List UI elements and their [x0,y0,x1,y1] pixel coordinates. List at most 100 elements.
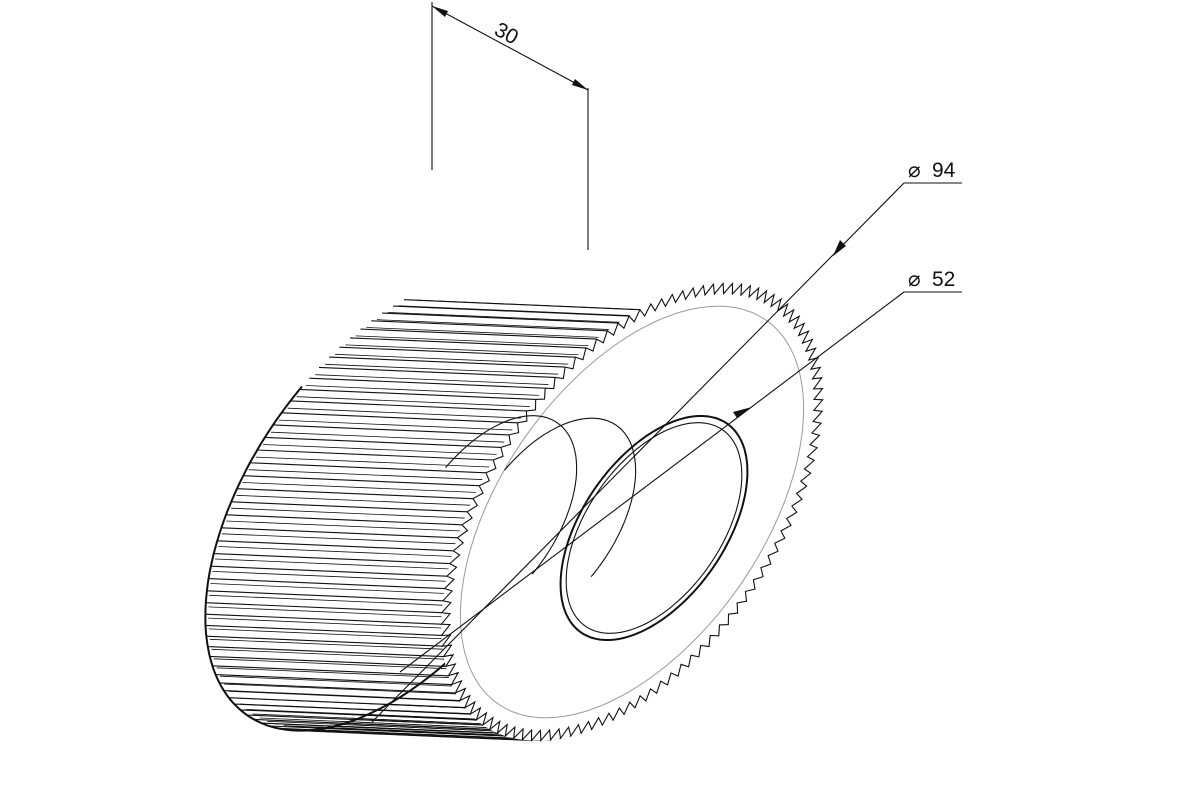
bore-diameter-arrow [733,407,752,418]
tooth-groove-line [315,374,552,386]
tooth-groove-line [216,667,453,679]
tooth-ridge-line [261,722,498,734]
bore-diameter-symbol: ⌀ [908,268,921,291]
tooth-groove-line [325,363,562,375]
tooth-groove-line [248,469,485,481]
root-circle [459,305,805,719]
bore-chamfer-edge [565,422,743,634]
tooth-ridge-line [318,366,556,378]
back-face-outline [204,385,491,732]
bore-inner-back [445,415,578,575]
tooth-ridge-line [309,377,546,389]
tooth-groove-line [245,709,482,720]
tooth-ridge-line [236,488,474,500]
tooth-ridge-line [290,400,527,412]
tooth-groove-line [209,638,446,650]
tooth-groove-line [209,594,446,606]
tooth-ridge-line [231,501,468,513]
tooth-ridge-line [286,729,523,741]
tooth-groove-line [210,583,447,594]
tooth-ridge-line [246,714,483,726]
tooth-ridge-line [339,346,576,358]
tooth-ridge-line [269,725,506,737]
tooth-groove-line [345,344,582,356]
tooth-groove-line [255,456,492,468]
tooth-ridge-line [223,690,460,702]
tooth-ridge-line [299,388,536,400]
tooth-ridge-line [207,646,444,658]
tooth-groove-line [242,482,479,493]
tooth-ridge-line [371,320,608,332]
tooth-ridge-line [221,527,458,539]
tooth-groove-line [252,713,489,725]
tooth-groove-line [214,558,452,570]
tooth-groove-line [224,683,461,695]
tooth-ridge-line [212,665,449,677]
tooth-groove-line [218,546,455,557]
tooth-groove-line [398,305,635,317]
tooth-groove-line [283,725,520,737]
tooth-ridge-line [225,514,463,526]
roller-body [204,283,823,741]
teeth-front-layer [440,281,824,743]
tooth-ridge-line [210,565,447,577]
tooth-ridge-line [349,337,586,349]
outer-diameter-leader [371,182,905,723]
tooth-groove-line [376,319,614,331]
tooth-groove-line [335,353,572,365]
front-face-teeth-outline [440,281,824,743]
tooth-groove-line [270,431,507,443]
tooth-ridge-line [208,578,445,590]
tooth-groove-line [211,648,448,660]
width-dimension-label: 30 [491,18,522,49]
tooth-ridge-line [213,553,450,565]
tooth-ridge-line [205,602,442,614]
bore [445,415,749,641]
width-arrow-right [572,79,588,90]
tooth-ridge-line [360,328,597,340]
tooth-groove-line [236,494,473,506]
tooth-groove-line [305,385,542,396]
tooth-groove-line [220,675,457,687]
tooth-groove-line [267,720,504,732]
tooth-ridge-line [329,356,566,368]
tooth-ridge-line [264,436,501,448]
tooth-groove-line [355,335,592,347]
front-face-fill [441,283,823,741]
tooth-ridge-line [382,312,619,324]
width-arrow-left [432,6,448,17]
tooth-ridge-line [253,718,490,730]
tooth-ridge-line [205,624,442,636]
tooth-groove-line [366,327,603,338]
tooth-groove-line [409,299,646,311]
tooth-ridge-line [206,635,443,647]
tooth-groove-line [296,396,533,408]
tooth-groove-line [231,507,468,519]
bore-diameter-leader [399,291,905,673]
outer-diameter-symbol: ⌀ [908,159,921,182]
tooth-ridge-line [243,475,480,487]
outer-diameter-arrow [833,240,846,256]
tooth-groove-line [221,533,458,545]
tooth-groove-line [208,628,445,640]
tooth-ridge-line [272,424,510,436]
outer-diameter-label: 94 [932,159,956,182]
tooth-ridge-line [217,540,454,552]
tooth-ridge-line [228,697,465,709]
tooth-groove-line [208,617,445,629]
tooth-groove-line [213,658,450,670]
tooth-groove-line [278,419,516,431]
tooth-ridge-line [249,462,487,474]
tooth-groove-line [287,407,524,419]
bore-diameter-label: 52 [932,268,955,291]
tooth-ridge-line [205,613,442,625]
tooth-groove-line [387,312,624,323]
dimension-annotations: 30 ⌀ 94 ⌀ 52 [371,2,962,723]
tooth-groove-line [226,520,463,532]
bore-inner-step [504,417,637,578]
tooth-ridge-line [281,412,518,424]
tooth-ridge-line [392,305,630,317]
tooth-ridge-line [215,674,452,686]
